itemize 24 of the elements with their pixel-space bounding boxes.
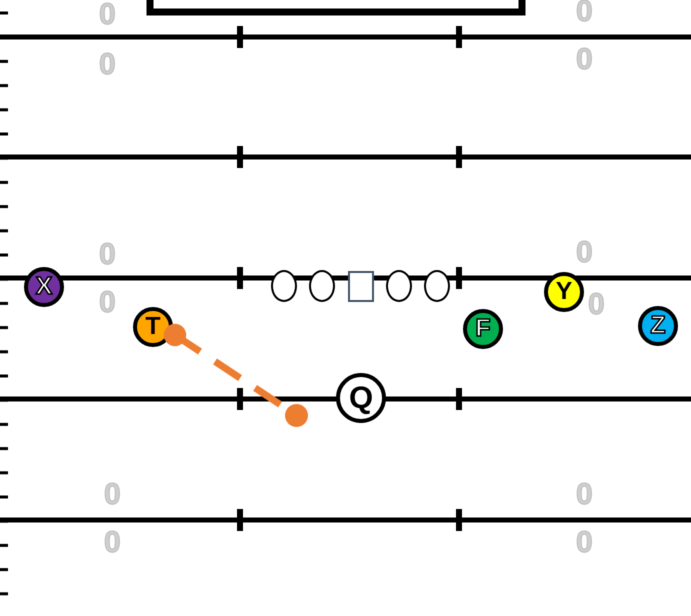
motion-end-dot <box>284 404 308 426</box>
yard-number: 0 <box>104 528 121 558</box>
center-square <box>348 270 374 302</box>
lineman-oval <box>386 270 412 302</box>
player-circle: Z <box>638 306 678 346</box>
yard-number: 0 <box>576 238 593 268</box>
player-circle: Q <box>336 373 386 423</box>
yard-number: 0 <box>576 0 593 27</box>
yard-number: 0 <box>576 528 593 558</box>
yard-number: 0 <box>588 290 605 320</box>
yard-number: 0 <box>576 45 593 75</box>
yard-number: 0 <box>576 480 593 510</box>
player-circle: X <box>24 267 64 307</box>
yard-number: 0 <box>104 480 121 510</box>
yard-number: 0 <box>99 240 116 270</box>
lineman-oval <box>271 270 297 302</box>
player-circle: F <box>463 309 503 349</box>
lineman-oval <box>309 270 335 302</box>
player-circle: Y <box>544 272 584 312</box>
yard-number: 0 <box>99 50 116 80</box>
yard-number: 0 <box>99 0 116 30</box>
player-circle: T <box>133 307 173 347</box>
lineman-oval <box>424 270 450 302</box>
yard-number: 0 <box>99 288 116 318</box>
